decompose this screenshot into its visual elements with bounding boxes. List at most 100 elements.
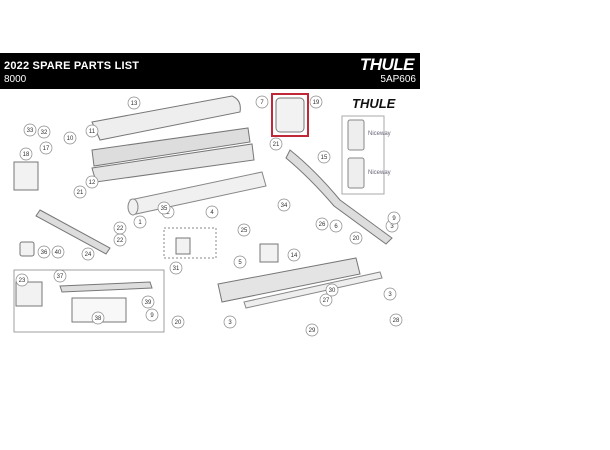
callout-number: 9: [392, 216, 396, 222]
callout-circle: [237, 223, 251, 237]
callout-number: 3: [388, 292, 392, 298]
callout-circle: [349, 231, 363, 245]
callout-number: 13: [131, 101, 138, 107]
remote-label: Niceway: [368, 131, 391, 137]
callout-number: 9: [150, 313, 154, 319]
callout-number: 20: [175, 320, 182, 326]
callout-number: 6: [334, 224, 338, 230]
callout-circle: [145, 308, 159, 322]
callout-circle: [389, 313, 403, 327]
callout-number: 34: [281, 203, 288, 209]
callout-circle: [255, 95, 269, 109]
callout-number: 32: [41, 130, 48, 136]
callout-number: 27: [323, 298, 330, 304]
callout-number: 24: [85, 252, 92, 258]
callout-number: 10: [67, 136, 74, 142]
callout-number: 36: [41, 250, 48, 256]
callout-circle: [387, 211, 401, 225]
brand-logo-secondary: THULE: [352, 96, 396, 111]
callout-number: 1: [138, 220, 142, 226]
callout-number: 39: [145, 300, 152, 306]
remote-group-box: [341, 115, 385, 195]
brand-logo: THULE: [359, 55, 415, 74]
rail-part: [243, 271, 383, 309]
callout-number: 11: [89, 129, 96, 135]
callout-circle: [91, 311, 105, 325]
callout-number: 7: [260, 100, 264, 106]
callout-circle: [305, 323, 319, 337]
callout-group: 1233345679910111213141517181920202121222…: [15, 95, 403, 337]
callout-number: 17: [43, 146, 50, 152]
callout-circle: [51, 245, 65, 259]
callout-number: 3: [228, 320, 232, 326]
callout-number: 18: [23, 152, 30, 158]
header-bar: 2022 SPARE PARTS LIST 8000 5AP606 THULE: [0, 53, 420, 89]
callout-number: 4: [210, 210, 214, 216]
callout-circle: [73, 185, 87, 199]
callout-number: 21: [77, 190, 84, 196]
callout-number: 20: [353, 236, 360, 242]
callout-circle: [277, 198, 291, 212]
callout-number: 29: [309, 328, 316, 334]
callout-circle: [133, 215, 147, 229]
callout-circle: [325, 283, 339, 297]
callout-circle: [157, 201, 171, 215]
callout-circle: [171, 315, 185, 329]
callout-number: 22: [117, 238, 124, 244]
callout-number: 25: [241, 228, 248, 234]
remote-control-icon: [347, 119, 365, 151]
callout-number: 30: [329, 288, 336, 294]
callout-number: 15: [321, 155, 328, 161]
left-arm-part: [35, 209, 153, 293]
callout-circle: [37, 245, 51, 259]
callout-circle: [37, 125, 51, 139]
callout-circle: [15, 273, 29, 287]
callout-number: 22: [117, 226, 124, 232]
callout-circle: [113, 233, 127, 247]
callout-number: 37: [57, 274, 64, 280]
document-title: 2022 SPARE PARTS LIST: [4, 60, 140, 72]
callout-circle: [53, 269, 67, 283]
callout-circle: [85, 175, 99, 189]
front-profile-part: [217, 257, 361, 303]
callout-circle: [85, 124, 99, 138]
callout-number: 3: [390, 224, 394, 230]
callout-number: 21: [273, 142, 280, 148]
callout-circle: [141, 295, 155, 309]
end-cap-parts: [13, 97, 305, 323]
callout-circle: [329, 219, 343, 233]
callout-number: 23: [19, 278, 26, 284]
fabric-part: [127, 171, 267, 216]
highlight-box: [271, 93, 309, 137]
callout-number: 19: [313, 100, 320, 106]
motor-group-box: [13, 269, 165, 333]
callout-circle: [169, 261, 183, 275]
callout-circle: [39, 141, 53, 155]
callout-circle: [127, 96, 141, 110]
callout-number: 12: [89, 180, 96, 186]
callout-circle: [315, 217, 329, 231]
callout-circle: [81, 247, 95, 261]
callout-number: 35: [161, 206, 168, 212]
callout-circle: [233, 255, 247, 269]
callout-number: 26: [319, 222, 326, 228]
callout-circle: [317, 150, 331, 164]
callout-number: 33: [27, 128, 34, 134]
model-number: 8000: [4, 74, 27, 85]
callout-circle: [19, 147, 33, 161]
remote-label: Niceway: [368, 170, 391, 176]
callout-number: 2: [166, 210, 170, 216]
callout-circle: [319, 293, 333, 307]
callout-circle: [205, 205, 219, 219]
callout-circle: [287, 248, 301, 262]
callout-circle: [223, 315, 237, 329]
part-code: 5AP606: [380, 74, 416, 85]
callout-number: 5: [238, 260, 242, 266]
callout-number: 28: [393, 318, 400, 324]
kit-group-box: [163, 227, 217, 259]
callout-number: 31: [173, 266, 180, 272]
callout-circle: [63, 131, 77, 145]
upper-arm-part: [285, 149, 393, 245]
callout-circle: [269, 137, 283, 151]
